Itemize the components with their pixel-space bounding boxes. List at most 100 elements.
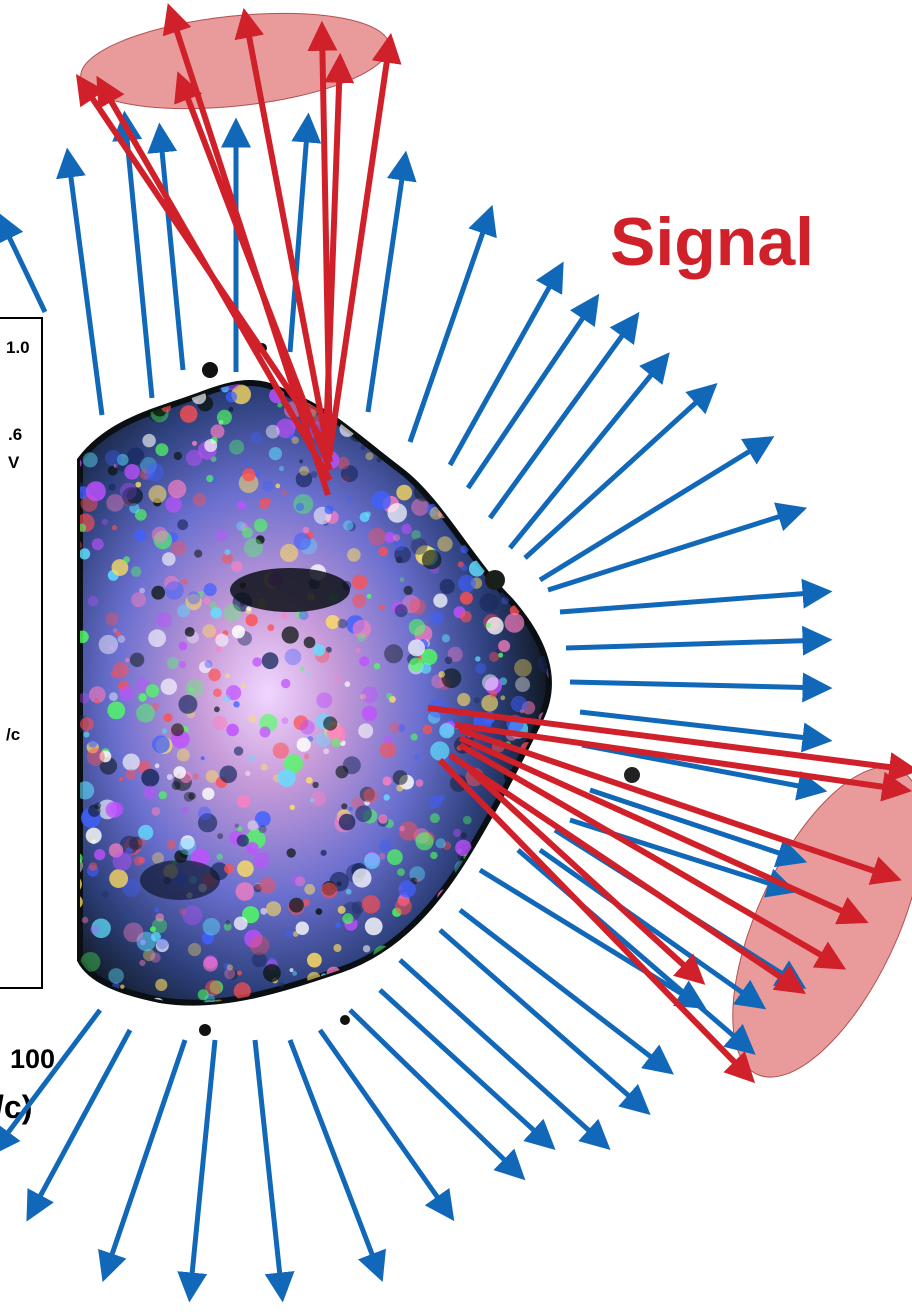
blob-speckle	[295, 502, 305, 512]
blob-speckle	[105, 612, 119, 626]
blob-speckle	[524, 879, 531, 886]
blob-speckle	[143, 785, 157, 800]
blob-speckle	[411, 530, 421, 540]
red-arrow-icon	[454, 722, 912, 802]
blue-arrow-icon	[98, 1039, 188, 1283]
blob-speckle	[107, 701, 126, 720]
blob-speckle	[226, 723, 239, 737]
blob-speckle	[283, 754, 303, 774]
blob-speckle	[174, 850, 188, 863]
blob-speckle	[390, 425, 395, 430]
plot-frame	[0, 317, 43, 989]
blob-speckle	[295, 471, 313, 488]
blob-speckle	[241, 684, 246, 689]
blob-speckle	[387, 503, 408, 523]
blob-speckle	[419, 441, 437, 458]
blob-speckle	[355, 805, 372, 822]
blob-speckle	[550, 547, 555, 552]
blob-speckle	[156, 937, 168, 950]
blob-speckle	[212, 715, 228, 731]
blob-speckle	[163, 713, 173, 723]
blob-speckle	[384, 532, 396, 543]
blob-speckle	[357, 632, 367, 642]
blob-speckle	[344, 681, 351, 687]
blob-speckle	[378, 814, 388, 824]
blob-speckle	[467, 941, 475, 949]
blob-speckle	[142, 433, 156, 448]
blob-speckle	[171, 540, 187, 556]
blob-speckle	[210, 424, 225, 439]
blob-speckle	[94, 849, 106, 861]
blob-speckle	[479, 854, 493, 868]
blob-speckle	[80, 420, 83, 437]
blue-arrow-icon	[581, 742, 828, 801]
blob-speckle	[259, 877, 276, 894]
blob-speckle	[260, 907, 268, 915]
blob-speckle	[179, 908, 186, 915]
blob-speckle	[108, 843, 124, 858]
blob-speckle	[215, 646, 222, 653]
blob-speckle	[119, 686, 134, 701]
blob-speckle	[460, 545, 469, 554]
blob-speckle	[309, 798, 315, 803]
blob-speckle	[82, 452, 98, 468]
blob-speckle	[130, 566, 142, 577]
blob-speckle	[151, 585, 166, 600]
blob-speckle	[278, 982, 285, 988]
blob-speckle	[131, 592, 147, 608]
blob-speckle	[399, 577, 405, 582]
signal-arrows	[75, 3, 912, 1084]
blob-speckle	[192, 440, 197, 446]
blob-speckle	[204, 439, 218, 452]
blob-speckle	[361, 686, 379, 704]
blob-speckle	[442, 841, 452, 850]
blob-speckle	[229, 439, 245, 455]
blob-speckle	[202, 787, 215, 800]
blob-speckle	[374, 408, 393, 427]
blob-speckle	[310, 471, 318, 479]
blob-speckle	[231, 625, 245, 639]
blob-speckle	[117, 386, 125, 394]
blob-speckle	[365, 452, 374, 461]
blob-speckle	[318, 1010, 322, 1014]
blob-speckle	[202, 918, 221, 936]
plot-label-fragment-1: .6	[8, 425, 22, 444]
blob-speckle	[221, 553, 233, 564]
blob-speckle	[352, 593, 367, 608]
blob-speckle	[80, 952, 101, 972]
blob-speckle	[85, 827, 102, 844]
blob-speckle	[293, 532, 311, 550]
blob-speckle	[527, 583, 543, 599]
blob-speckle	[109, 869, 128, 888]
blue-arrow-icon	[465, 293, 600, 490]
blob-speckle	[345, 888, 352, 895]
red-arrow-icon	[448, 752, 806, 995]
blob-speckle	[444, 656, 453, 665]
red-arrow-icon	[174, 71, 333, 472]
blob-speckle	[323, 748, 330, 755]
blob-speckle	[192, 493, 207, 507]
blob-speckle	[458, 574, 476, 593]
blob-speckle	[546, 382, 549, 387]
blob-speckle	[275, 418, 296, 439]
blob-speckle	[517, 968, 533, 984]
blob-speckle	[80, 389, 95, 409]
plot-label-fragment-3: /c	[6, 725, 20, 744]
blob-speckle	[342, 913, 354, 925]
blob-speckle	[151, 526, 168, 543]
blob-speckle	[226, 685, 242, 701]
blob-speckle	[482, 674, 499, 691]
blob-speckle	[264, 497, 271, 504]
blob-speckle	[515, 677, 531, 692]
blob-speckle	[205, 770, 219, 783]
blob-speckle	[347, 548, 361, 562]
blob-speckle	[171, 723, 184, 737]
blob-speckle	[392, 770, 408, 786]
blue-arrow-icon	[579, 709, 833, 753]
blue-arrow-icon	[589, 787, 808, 868]
blob-speckle	[112, 628, 118, 633]
blob-speckle	[252, 657, 262, 667]
blob-speckle	[533, 881, 549, 901]
blob-speckle	[223, 962, 231, 970]
blob-speckle	[203, 583, 217, 597]
